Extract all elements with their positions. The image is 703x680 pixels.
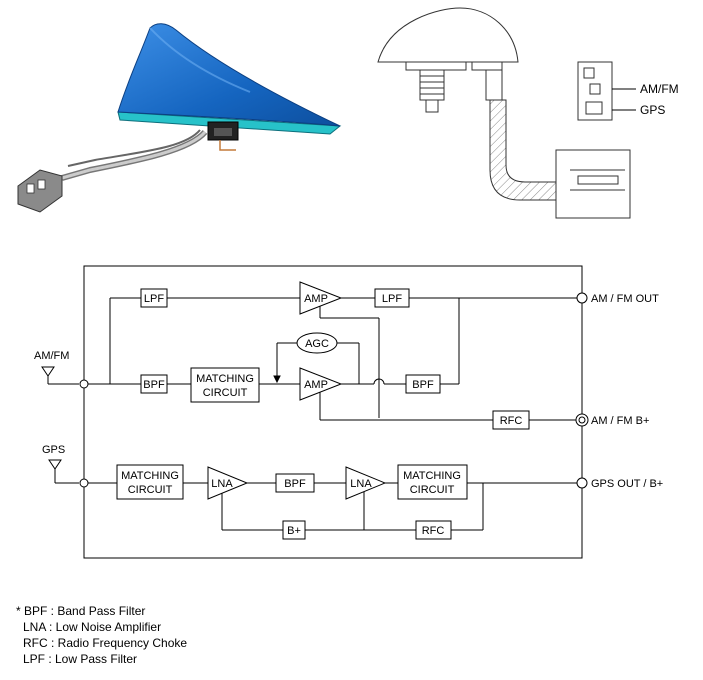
- connector-face-drawing: [577, 61, 636, 121]
- amfm-input-node: [79, 379, 89, 389]
- connector-label-amfm: AM/FM: [640, 82, 679, 96]
- matching-gps-label-2: CIRCUIT: [128, 484, 173, 496]
- matching-amfm-label-2: CIRCUIT: [203, 387, 248, 399]
- lpf-left-label: LPF: [144, 293, 164, 305]
- gps-antenna-label: GPS: [42, 444, 65, 456]
- amfm-antenna-label: AM/FM: [34, 350, 69, 362]
- rfc-gps-box: [415, 520, 452, 540]
- amfm-out-terminal: [576, 292, 588, 304]
- bpf-left-label: BPF: [143, 379, 165, 391]
- lpf-right-label: LPF: [382, 293, 402, 305]
- lna-2-triangle: [345, 466, 387, 500]
- legend-line-lna: LNA : Low Noise Amplifier: [23, 620, 162, 634]
- matching-circuit-gps2-box: [397, 464, 468, 500]
- amfm-antenna-symbol: [41, 366, 79, 385]
- shark-fin-antenna-image: [17, 23, 342, 213]
- gps-antenna-symbol: [48, 459, 79, 484]
- b-plus-box: [282, 520, 306, 540]
- gps-out-label: GPS OUT / B+: [591, 478, 663, 490]
- rfc-gps-label: RFC: [422, 525, 445, 537]
- matching-gps2-label-2: CIRCUIT: [410, 484, 455, 496]
- b-plus-label: B+: [287, 525, 301, 537]
- gps-out-terminal: [576, 477, 588, 489]
- lna-1-label: LNA: [211, 478, 233, 490]
- lpf-left-box: [140, 288, 168, 308]
- amfm-out-label: AM / FM OUT: [591, 293, 659, 305]
- agc-label: AGC: [305, 338, 329, 350]
- diagram-frame: [83, 265, 583, 559]
- matching-amfm-label-1: MATCHING: [196, 373, 254, 385]
- amp-bottom-triangle: [299, 367, 343, 401]
- lna-1-triangle: [207, 466, 249, 500]
- legend-line-rfc: RFC : Radio Frequency Choke: [23, 636, 188, 650]
- matching-circuit-gps-box: [116, 464, 184, 500]
- antenna-fin: [117, 23, 341, 127]
- matching-circuit-amfm-box: [190, 367, 260, 403]
- amp-bottom-label: AMP: [304, 379, 328, 391]
- bpf-right-box: [405, 374, 441, 394]
- bpf-right-label: BPF: [412, 379, 434, 391]
- legend-line-lpf: LPF : Low Pass Filter: [23, 652, 138, 666]
- matching-gps-label-1: MATCHING: [121, 470, 179, 482]
- agc-ellipse: [296, 332, 338, 354]
- abbreviation-legend: * BPF : Band Pass Filter LNA : Low Noise…: [16, 603, 187, 667]
- lna-2-label: LNA: [350, 478, 372, 490]
- antenna-connector: [17, 169, 63, 213]
- amfm-bplus-label: AM / FM B+: [591, 415, 649, 427]
- bpf-gps-box: [275, 473, 315, 493]
- matching-gps2-label-1: MATCHING: [403, 470, 461, 482]
- connector-label-gps: GPS: [640, 103, 665, 117]
- bpf-gps-label: BPF: [284, 478, 306, 490]
- rfc-amfm-label: RFC: [500, 415, 523, 427]
- rfc-amfm-box: [492, 410, 530, 430]
- gps-input-node: [79, 478, 89, 488]
- amp-top-triangle: [299, 281, 343, 315]
- amp-top-label: AMP: [304, 293, 328, 305]
- bpf-left-box: [140, 374, 168, 394]
- legend-line-bpf: * BPF : Band Pass Filter: [16, 604, 146, 618]
- antenna-cross-section-drawing: [377, 7, 631, 219]
- lpf-right-box: [374, 288, 410, 308]
- block-diagram: [41, 265, 589, 559]
